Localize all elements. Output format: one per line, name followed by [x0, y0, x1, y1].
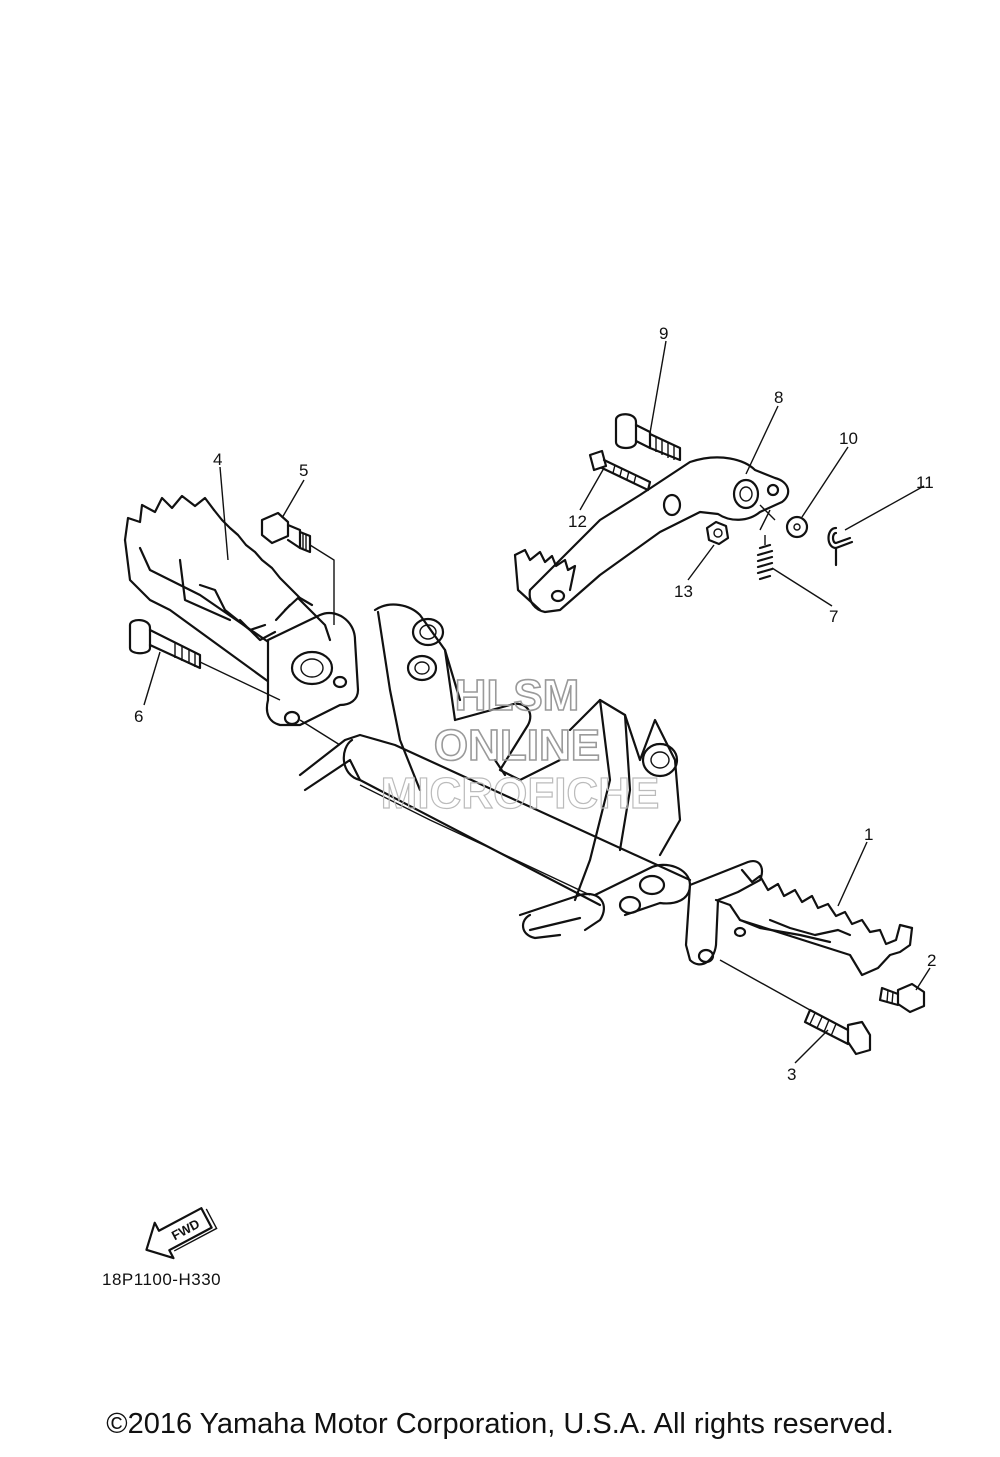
brake-pedal-part-8: [513, 456, 790, 614]
callout-1: 1: [864, 825, 873, 844]
drawing-code: 18P1100-H330: [102, 1270, 222, 1289]
bolt-part-12: [588, 449, 652, 492]
clip-part-11: [827, 526, 854, 567]
callout-9: 9: [659, 324, 668, 343]
right-footrest-part-1: [684, 860, 914, 1011]
callout-5: 5: [299, 461, 308, 480]
pivot-bolt-part-9: [614, 413, 682, 462]
callout-4: 4: [213, 450, 222, 469]
callout-2: 2: [927, 951, 936, 970]
bolt-part-3: [803, 1008, 872, 1056]
frame-part: [298, 603, 692, 940]
washer-part-10: [785, 515, 809, 539]
spring-part-7: [756, 535, 774, 581]
bolt-part-5: [260, 511, 335, 625]
watermark: HLSM ONLINE MICROFICHE: [380, 670, 660, 818]
callout-8: 8: [774, 388, 783, 407]
left-footrest-part-4: [123, 494, 360, 727]
callout-7: 7: [829, 607, 838, 626]
callout-13: 13: [674, 582, 693, 601]
callout-10: 10: [839, 429, 858, 448]
watermark-line-1: HLSM: [455, 671, 580, 720]
nut-part-13: [705, 520, 730, 546]
bolt-part-2: [878, 982, 926, 1014]
fwd-arrow-icon: FWD: [145, 1207, 218, 1260]
callout-12: 12: [568, 512, 587, 531]
bolt-part-6: [128, 619, 341, 746]
callout-leaders: [143, 340, 931, 1064]
callout-6: 6: [134, 707, 143, 726]
copyright-notice: ©2016 Yamaha Motor Corporation, U.S.A. A…: [106, 1408, 894, 1440]
callout-11: 11: [916, 473, 934, 492]
watermark-line-2: ONLINE: [434, 721, 600, 770]
watermark-line-3: MICROFICHE: [381, 769, 660, 818]
callout-labels: 1 2 3 4 5 6 7 8 9 10 11 12 13: [134, 324, 936, 1084]
callout-3: 3: [787, 1065, 796, 1084]
